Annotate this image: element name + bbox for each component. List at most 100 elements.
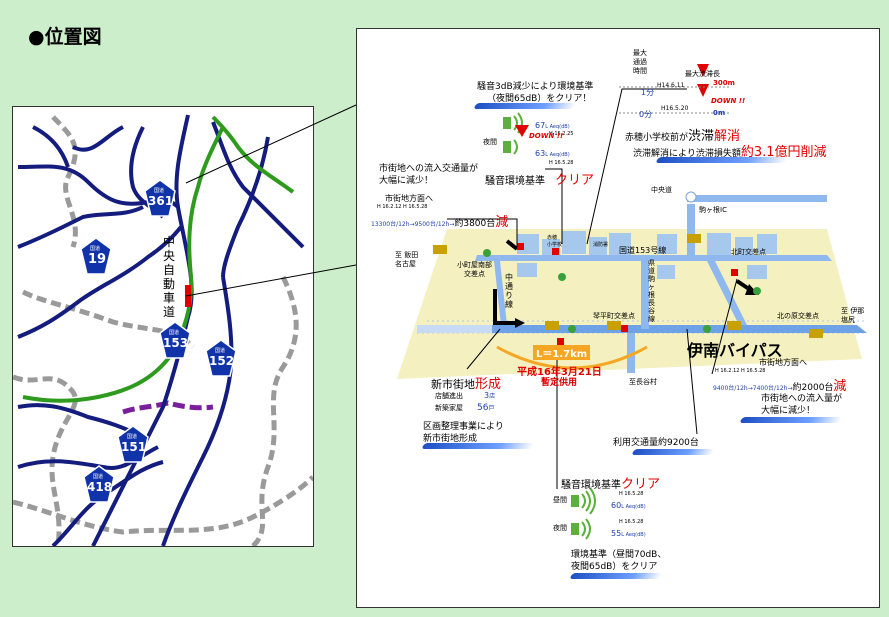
wave-decoration (473, 103, 577, 109)
label: 店舗進出 (435, 392, 463, 400)
value: 3 (484, 391, 490, 400)
inflow-dates: H 16.2.12 H 16.5.28 (377, 204, 428, 210)
congestion-time-2: 0分 (639, 110, 653, 119)
route-shield-418: 国道 418 (83, 465, 115, 509)
outflow-line2: 大幅に減少！ (761, 406, 816, 416)
unit: L Aeq(dB) (621, 504, 646, 510)
congestion-date-1: H14.6.11 (657, 82, 685, 89)
route-shield-152: 国道 152 (205, 339, 237, 383)
route-shield-151: 国道 151 (117, 425, 149, 469)
noise-bottom-caption: 騒音環境基準クリア (561, 473, 660, 492)
place-iida: 至 飯田 名古屋 (395, 251, 419, 268)
reduction-text: 減 (495, 215, 509, 230)
inflow-values: 13300台/12h→9500台/12h→約3800台減 (371, 211, 508, 230)
header-line: 最大 (633, 49, 647, 57)
text: 形成 (475, 377, 502, 392)
noise-top-down: DOWN !! (529, 132, 564, 140)
route-shield-label: 国道 (215, 348, 226, 354)
outflow-direction: 市街地方面へ (759, 358, 807, 367)
chuo-expressway (22, 115, 295, 403)
planned-road (122, 400, 214, 415)
route-shield-number: 418 (87, 480, 113, 494)
noise-top-date2: H 16.5.28 (549, 160, 574, 166)
text: 渋滞解消により渋滞損失額 (633, 149, 741, 159)
noise-top-line2: （夜間65dB）をクリア！ (487, 94, 592, 104)
route-shield-number: 152 (209, 354, 235, 368)
noise-bottom-night-value: 55L Aeq(dB) (611, 529, 646, 538)
congestion-date-2: H16.5.20 (661, 105, 689, 112)
page-title: ●位置図 (28, 26, 102, 48)
newtown-houses: 新築家屋 56戸 (435, 403, 494, 413)
wave-decoration (421, 443, 535, 449)
text: 渋滞 (688, 129, 715, 144)
noise-top-night-label: 夜間 (483, 138, 497, 146)
school-line2: 渋滞解消により渋滞損失額約3.1億円削減 (633, 141, 827, 160)
place-akaho-school: 赤穂 小学校 (547, 235, 563, 248)
place-kotohira: 琴平町交差点 (593, 312, 635, 320)
value: 60 (611, 501, 622, 510)
clear-text: クリア (555, 173, 595, 188)
noise-top-val1: 67L Aeq(dB) (535, 121, 570, 130)
header-line: 時間 (633, 67, 647, 75)
caption-text: 騒音環境基準 (485, 176, 545, 187)
route-shield-361: 国道 361 (144, 179, 176, 223)
value: 56 (477, 403, 489, 413)
clear-text: クリア (621, 477, 661, 492)
outflow-line1: 市街地への流入量が (761, 394, 843, 404)
value: 55 (611, 529, 622, 538)
place-kitamachi: 北町交差点 (731, 248, 766, 256)
route-shield-number: 153 (163, 336, 189, 350)
text: 解消 (714, 129, 741, 144)
route-shield-label: 国道 (90, 246, 101, 252)
outflow-values: 9400台/12h→7400台/12h→約2000台減 (713, 375, 846, 394)
wave-decoration (569, 573, 663, 579)
inflow-line2: 大幅に減少！ (379, 176, 434, 186)
outflow-dates: H 16.2.12 H 16.5.28 (715, 368, 766, 374)
noise-bottom-night-label: 夜間 (553, 524, 567, 532)
unit: L Aeq(dB) (621, 532, 646, 538)
place-fire-station: 消防署 (593, 242, 609, 248)
noise-bottom-day-value: 60L Aeq(dB) (611, 501, 646, 510)
noise-top-val2: 63L Aeq(dB) (535, 149, 570, 158)
unit: L Aeq(dB) (545, 124, 570, 130)
opening-status: 暫定供用 (541, 378, 578, 388)
unit: 店 (489, 393, 496, 400)
noise-top-date1: H 15.2.25 (549, 131, 574, 137)
place-hase: 至長谷村 (629, 378, 657, 386)
inflow-line1: 市街地への流入交通量が (379, 164, 479, 174)
newtown-project-line1: 区画整理事業により (423, 422, 504, 432)
noise-top-caption: 騒音環境基準 クリア (485, 169, 594, 188)
unit: L Aeq(dB) (545, 152, 570, 158)
header-line: 通過 (633, 58, 647, 66)
approx-text: 約2000台 (792, 383, 834, 393)
unit: 戸 (488, 405, 495, 412)
ina-bypass-label: 伊南バイパス (687, 341, 783, 360)
reduction-text: 減 (833, 379, 847, 394)
inflow-direction: 市街地方面へ (385, 194, 433, 203)
detail-map-graphic (397, 64, 867, 540)
max-congestion-label: 最大渋滞長 (685, 70, 720, 78)
school-line1: 赤穂小学校前が渋滞解消 (625, 125, 740, 144)
wave-decoration (739, 417, 843, 423)
expressway-label: 中央自動車道 (163, 235, 176, 319)
wave-decoration (631, 449, 715, 455)
congestion-down-label: DOWN !! (711, 97, 746, 105)
text: 赤穂小学校前が (625, 133, 689, 143)
newtown-title: 新市街地形成 (431, 373, 501, 392)
values-text: 13300台/12h→9500台/12h→ (371, 221, 455, 228)
usage-volume: 利用交通量約9200台 (613, 438, 699, 448)
section-length: L＝1.7km (533, 345, 591, 360)
route-shield-label: 国道 (127, 434, 138, 440)
place-komuro: 小町屋南部 交差点 (457, 261, 492, 278)
newtown-shops: 店舗進出 3店 (435, 391, 495, 401)
noise-bottom-day-label: 昼間 (553, 496, 567, 504)
route-shield-label: 国道 (93, 474, 104, 480)
value: 67 (535, 121, 546, 130)
route-shield-number: 361 (148, 194, 174, 208)
wave-decoration (655, 157, 789, 163)
detail-map: 最大 通過 時間 最大渋滞長 H14.6.11 300m 1分 DOWN !! … (356, 28, 880, 608)
route-shield-number: 151 (121, 440, 147, 454)
route-shield-label: 国道 (154, 188, 165, 194)
congestion-header: 最大 通過 時間 (633, 49, 647, 76)
